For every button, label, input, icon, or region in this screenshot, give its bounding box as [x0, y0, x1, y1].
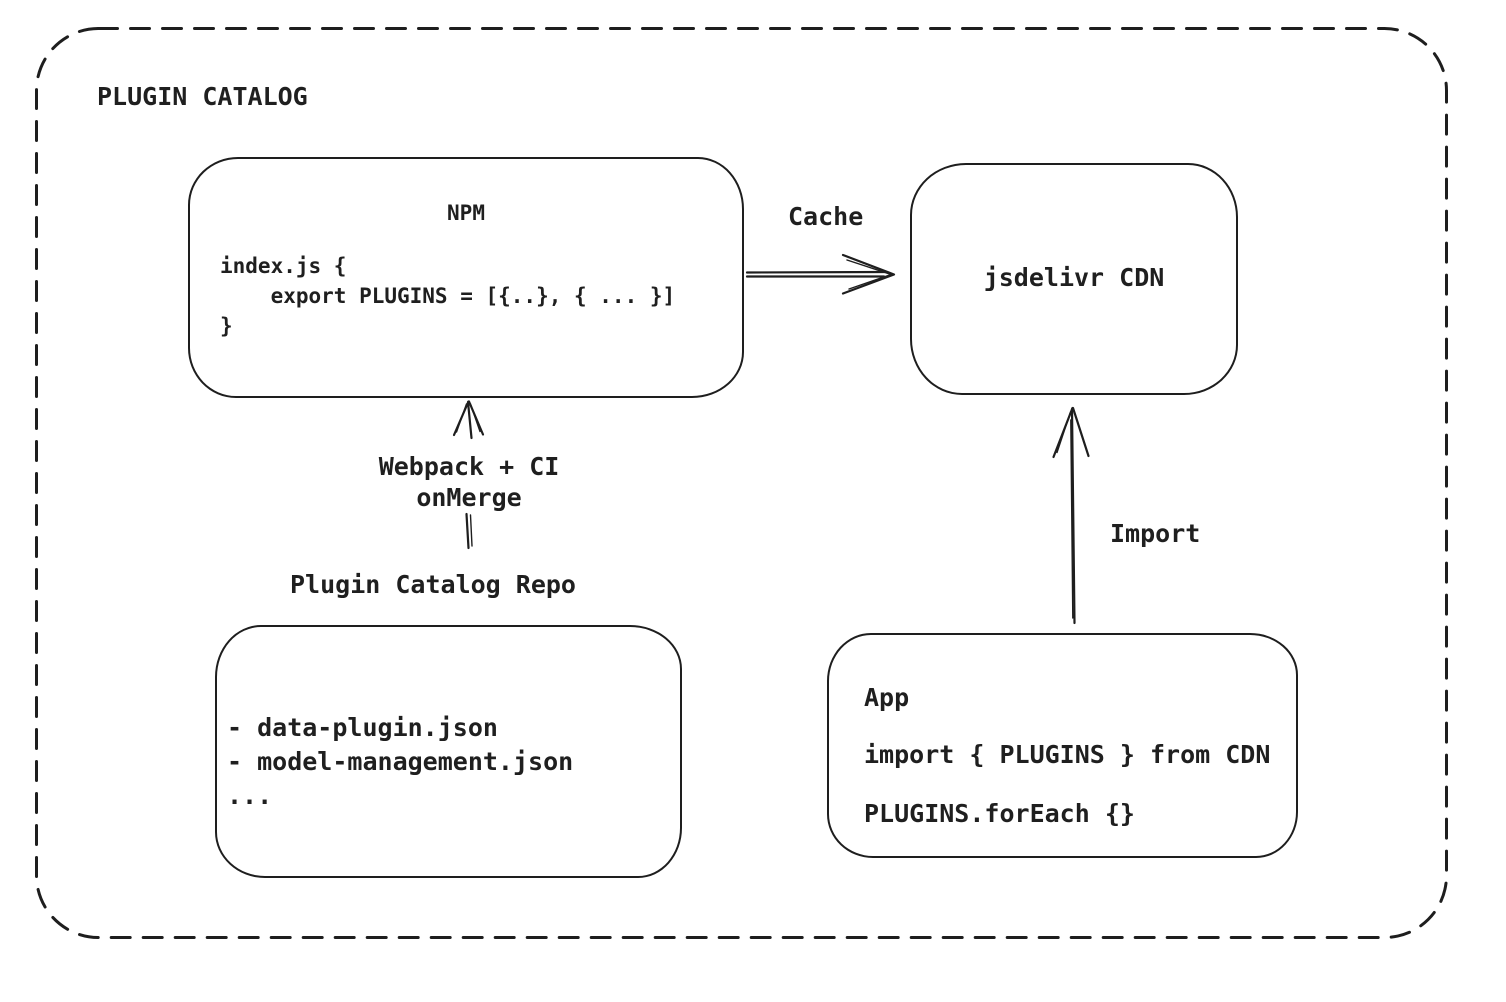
build-edge-label-line: onMerge: [416, 483, 522, 512]
import-edge-label: Import: [1110, 519, 1201, 548]
cache-arrow: [745, 253, 896, 295]
app-node: App import { PLUGINS } from CDN PLUGINS.…: [827, 633, 1298, 858]
repo-node-label: Plugin Catalog Repo: [290, 570, 576, 599]
build-connector-line: [465, 512, 473, 550]
npm-code-block: index.js { export PLUGINS = [{..}, { ...…: [220, 251, 675, 341]
app-node-title: App: [864, 683, 910, 712]
repo-file-item: - model-management.json: [227, 747, 574, 776]
repo-node: - data-plugin.json - model-management.js…: [215, 625, 682, 878]
cache-edge-label: Cache: [788, 202, 864, 231]
npm-node-title: NPM: [447, 201, 485, 225]
import-arrow: [1052, 406, 1090, 625]
npm-code-line: }: [220, 314, 233, 338]
app-code-line: import { PLUGINS } from CDN: [864, 740, 1271, 769]
build-edge-label: Webpack + CI onMerge: [344, 451, 594, 513]
npm-code-line: index.js {: [220, 254, 347, 278]
app-code-line: PLUGINS.forEach {}: [864, 799, 1135, 828]
repo-file-list: - data-plugin.json - model-management.js…: [227, 711, 573, 813]
repo-file-item: - data-plugin.json: [227, 713, 498, 742]
cdn-node-label: jsdelivr CDN: [983, 263, 1165, 292]
catalog-dashed-border: [35, 27, 1448, 939]
npm-node: NPM index.js { export PLUGINS = [{..}, {…: [188, 157, 744, 398]
repo-file-item: ...: [227, 781, 273, 810]
build-arrow: [452, 400, 485, 440]
npm-code-line: export PLUGINS = [{..}, { ... }]: [220, 284, 676, 308]
catalog-title: PLUGIN CATALOG: [97, 82, 308, 111]
build-edge-label-line: Webpack + CI: [378, 452, 560, 481]
cdn-node: jsdelivr CDN: [910, 163, 1238, 395]
